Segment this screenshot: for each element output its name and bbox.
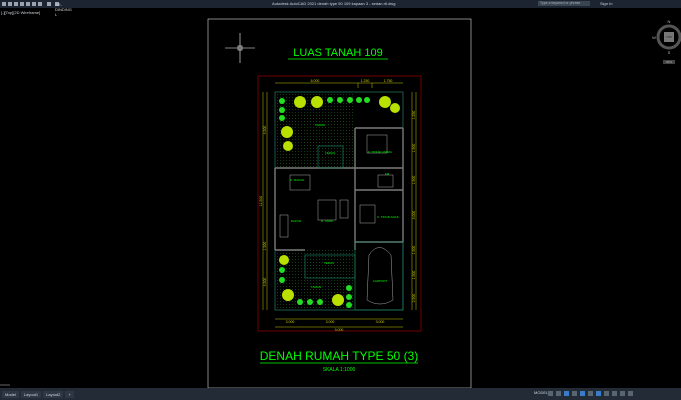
- room-label: TAMAN: [311, 285, 321, 289]
- dim-left: 11.500: [259, 196, 263, 206]
- room-label: R. TAMU: [321, 219, 333, 223]
- lineweight-icon[interactable]: [588, 391, 593, 396]
- gear-icon[interactable]: [612, 391, 617, 396]
- dim-right: 1.250: [412, 111, 416, 120]
- grid-icon[interactable]: [548, 391, 553, 396]
- furniture: [279, 134, 394, 305]
- status-toggles: [548, 391, 633, 396]
- drawing-subtitle: DENAH RUMAH TYPE 50 (3): [260, 349, 418, 363]
- dim-top: 1.250: [361, 79, 370, 83]
- dim-top: 6.000: [311, 79, 320, 83]
- new-icon[interactable]: [2, 2, 6, 6]
- print-icon[interactable]: [26, 2, 30, 6]
- add-layout-button[interactable]: +: [65, 390, 74, 398]
- osnap-icon[interactable]: [580, 391, 585, 396]
- dim-right: 1.500: [412, 144, 416, 153]
- dim-right: 1.500: [412, 246, 416, 255]
- crosshair-cursor: [225, 33, 255, 63]
- walls: [274, 91, 404, 311]
- room-label: KM: [385, 172, 390, 176]
- terraces: [304, 145, 404, 311]
- tab-layout1[interactable]: Layout1: [20, 390, 42, 398]
- room-label: CARPORT: [373, 279, 388, 283]
- plus-icon[interactable]: [620, 391, 625, 396]
- room-label: DAPUR: [291, 219, 302, 223]
- paper-frame: [207, 18, 472, 389]
- viewcube[interactable]: TOP N S W WCS: [652, 19, 681, 64]
- dimension-lines: [262, 82, 417, 328]
- svg-text:WCS: WCS: [666, 61, 672, 64]
- dim-right: 1.500: [412, 271, 416, 280]
- room-label: K. TIDUR ANAK: [377, 215, 399, 219]
- drawing-title: LUAS TANAH 109: [293, 47, 382, 59]
- svg-text:S: S: [668, 50, 671, 55]
- redo-icon[interactable]: [38, 2, 42, 6]
- snap-icon[interactable]: [556, 391, 561, 396]
- dim-right: 2.500: [412, 294, 416, 303]
- tab-layout2[interactable]: Layout2: [43, 390, 64, 398]
- trees: [279, 96, 400, 308]
- undo-icon[interactable]: [32, 2, 36, 6]
- sign-in-button[interactable]: Sign In: [600, 1, 613, 6]
- room-label: TERAS: [324, 261, 334, 265]
- scale-icon[interactable]: [604, 391, 609, 396]
- drawing-scale: SKALA 1:1000: [323, 367, 356, 373]
- dim-left: 1.500: [263, 242, 267, 251]
- dim-right: 1.500: [412, 176, 416, 185]
- room-label: R. MAKAN: [290, 178, 305, 182]
- ortho-icon[interactable]: [564, 391, 569, 396]
- open-icon[interactable]: [8, 2, 12, 6]
- room-label: TERAS: [325, 151, 335, 155]
- dim-left: 4.500: [263, 126, 267, 135]
- dim-right: 4.000: [412, 211, 416, 220]
- dim-total: 9.000: [335, 328, 344, 332]
- dim-left: 4.500: [263, 278, 267, 287]
- dim-top: 1.750: [384, 79, 393, 83]
- dim-bottom: 3.000: [376, 320, 385, 324]
- model-space-button[interactable]: MODEL: [534, 390, 549, 395]
- save-icon[interactable]: [14, 2, 18, 6]
- site-boundary: [257, 75, 422, 332]
- dim-bottom: 3.000: [286, 320, 295, 324]
- car-symbol: [366, 247, 394, 305]
- customize-icon[interactable]: [628, 391, 633, 396]
- viewport-controls[interactable]: [-][Top][2D Wireframe]: [1, 10, 41, 15]
- svg-text:W: W: [652, 35, 656, 40]
- polar-icon[interactable]: [572, 391, 577, 396]
- save-as-icon[interactable]: [20, 2, 24, 6]
- annotation-icon[interactable]: [596, 391, 601, 396]
- svg-text:N: N: [668, 19, 671, 24]
- svg-text:TOP: TOP: [666, 35, 672, 39]
- status-bar: Model Layout1 Layout2 +: [0, 388, 681, 400]
- layer-color-icon: [47, 2, 51, 6]
- tab-model[interactable]: Model: [2, 390, 19, 398]
- window-title: Autodesk AutoCAD 2021 denah type 50 109 …: [272, 1, 396, 6]
- room-label: TAMAN: [315, 123, 325, 127]
- room-label: K. TIDUR UTAMA: [368, 150, 392, 154]
- search-input[interactable]: Type a keyword or phrase: [538, 1, 590, 6]
- dim-bottom: 3.000: [326, 320, 335, 324]
